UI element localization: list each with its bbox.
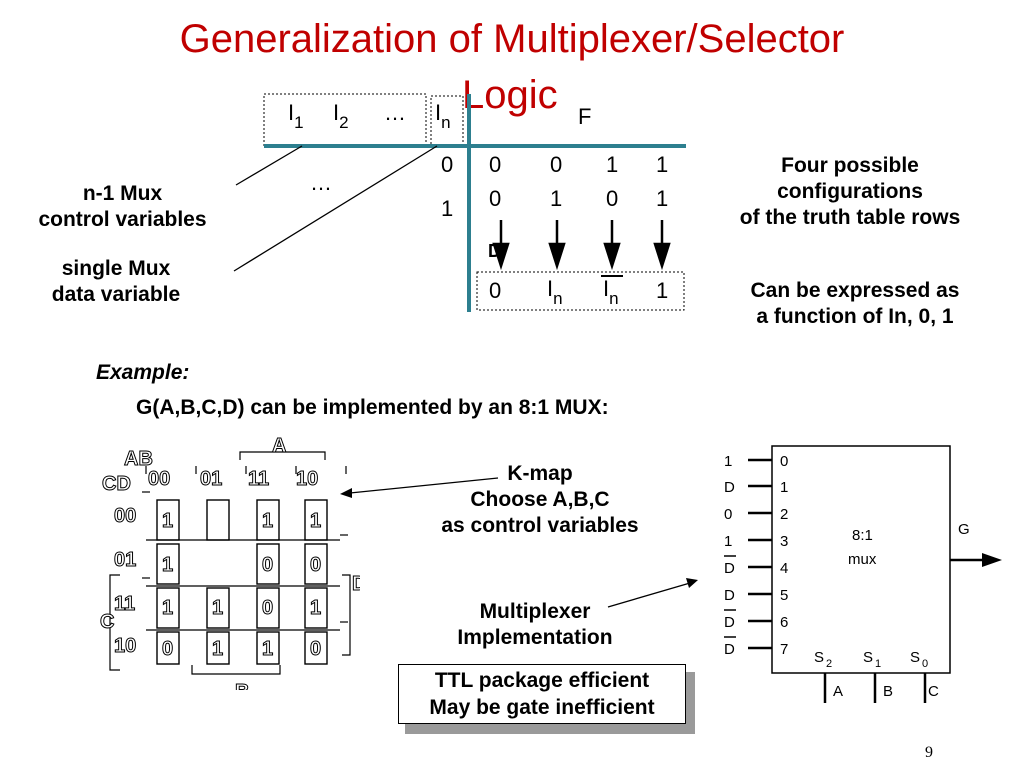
kmap-col-01: 01: [200, 468, 222, 490]
mux-input-2: 0: [724, 506, 732, 523]
result-1: 1: [656, 278, 669, 303]
kmap-d-label: D: [352, 573, 360, 595]
col4-r1: 1: [656, 152, 669, 177]
kmap-row-01: 01: [114, 549, 136, 571]
mux-input-7: D: [724, 641, 735, 658]
kmap-a-label: A: [272, 435, 286, 457]
mux-s0: S: [910, 649, 920, 666]
mux-input-1: D: [724, 479, 735, 496]
kmap-cd-label: CD: [102, 473, 131, 495]
kmap-cell: 0: [262, 554, 273, 576]
mux-pin-5: 5: [780, 587, 788, 604]
kmap-cell: 1: [212, 638, 223, 660]
svg-text:2: 2: [826, 658, 832, 670]
col1-r1: 0: [489, 152, 502, 177]
mux-pin-4: 4: [780, 560, 788, 577]
mux-sel-c: C: [928, 683, 939, 700]
mux-output-g: G: [958, 521, 970, 538]
col1-r2: 0: [489, 186, 502, 211]
result-0: 0: [489, 278, 502, 303]
mux-s1: S: [863, 649, 873, 666]
col4-r2: 1: [656, 186, 669, 211]
output-f: F: [578, 104, 592, 129]
mux-pin-0: 0: [780, 453, 788, 470]
kmap-c-label: C: [100, 611, 114, 633]
down-arrows: [492, 220, 671, 271]
mux-input-6: D: [724, 614, 735, 631]
col3-r2: 0: [606, 186, 619, 211]
kmap-cell: 1: [310, 510, 321, 532]
kmap-col-00: 00: [148, 468, 170, 490]
svg-text:0: 0: [922, 658, 928, 670]
kmap: AB CD A B D C 00 01 11 10 00 01 11 10 1 …: [100, 435, 360, 691]
mux-pin-1: 1: [780, 479, 788, 496]
input-i1: I1: [288, 100, 304, 132]
kmap-cell: 0: [310, 554, 321, 576]
kmap-cell: 1: [262, 510, 273, 532]
kmap-b-label: B: [235, 681, 249, 690]
col2-r2: 1: [550, 186, 563, 211]
svg-text:1: 1: [875, 658, 881, 670]
mux-pin-3: 3: [780, 533, 788, 550]
input-i2: I2: [333, 100, 349, 132]
kmap-cell: 1: [262, 638, 273, 660]
kmap-cell: 1: [212, 597, 223, 619]
cell-fragment: D: [488, 241, 501, 261]
mux-s2: S: [814, 649, 824, 666]
mux-block: 1 D 0 1 D D D D 0 1 2 3 4 5 6 7 8:1 mux …: [724, 445, 1002, 703]
mux-name-1: 8:1: [852, 527, 873, 544]
kmap-cell: 1: [310, 597, 321, 619]
mux-pin-7: 7: [780, 641, 788, 658]
mux-pin-6: 6: [780, 614, 788, 631]
kmap-row-10: 10: [114, 635, 136, 657]
slide-title: Generalization of Multiplexer/Selector: [179, 17, 845, 61]
mux-sel-a: A: [833, 683, 843, 700]
mux-input-0: 1: [724, 453, 732, 470]
g-impl-label: G(A,B,C,D) can be implemented by an 8:1 …: [136, 396, 609, 419]
kmap-col-11: 11: [248, 468, 269, 490]
col2-r1: 0: [550, 152, 563, 177]
kmap-cell: 1: [162, 597, 173, 619]
page-number: 9: [925, 744, 933, 761]
kmap-cell: 0: [262, 597, 273, 619]
kmap-cell: 0: [310, 638, 321, 660]
example-label: Example:: [96, 361, 190, 384]
slide-title-line2: Logic: [462, 73, 558, 117]
result-in-bar: In: [603, 276, 619, 308]
row-ellipsis: …: [310, 170, 332, 195]
kmap-row-00: 00: [114, 505, 136, 527]
kmap-cell: 1: [162, 554, 173, 576]
input-in: In: [435, 100, 451, 132]
mux-name-2: mux: [848, 551, 877, 568]
mux-input-5: D: [724, 587, 735, 604]
kmap-row-11: 11: [114, 593, 135, 615]
col3-r1: 1: [606, 152, 619, 177]
result-in: In: [547, 276, 563, 308]
row-in-1: 1: [441, 196, 454, 221]
kmap-cell: 1: [162, 510, 173, 532]
mux-input-4: D: [724, 560, 735, 577]
row-in-0: 0: [441, 152, 454, 177]
mux-sel-b: B: [883, 683, 893, 700]
input-ellipsis: …: [384, 100, 406, 125]
mux-input-3: 1: [724, 533, 732, 550]
kmap-col-10: 10: [296, 468, 318, 490]
kmap-cell: 0: [162, 638, 173, 660]
mux-pin-2: 2: [780, 506, 788, 523]
kmap-ab-label: AB: [124, 448, 153, 470]
